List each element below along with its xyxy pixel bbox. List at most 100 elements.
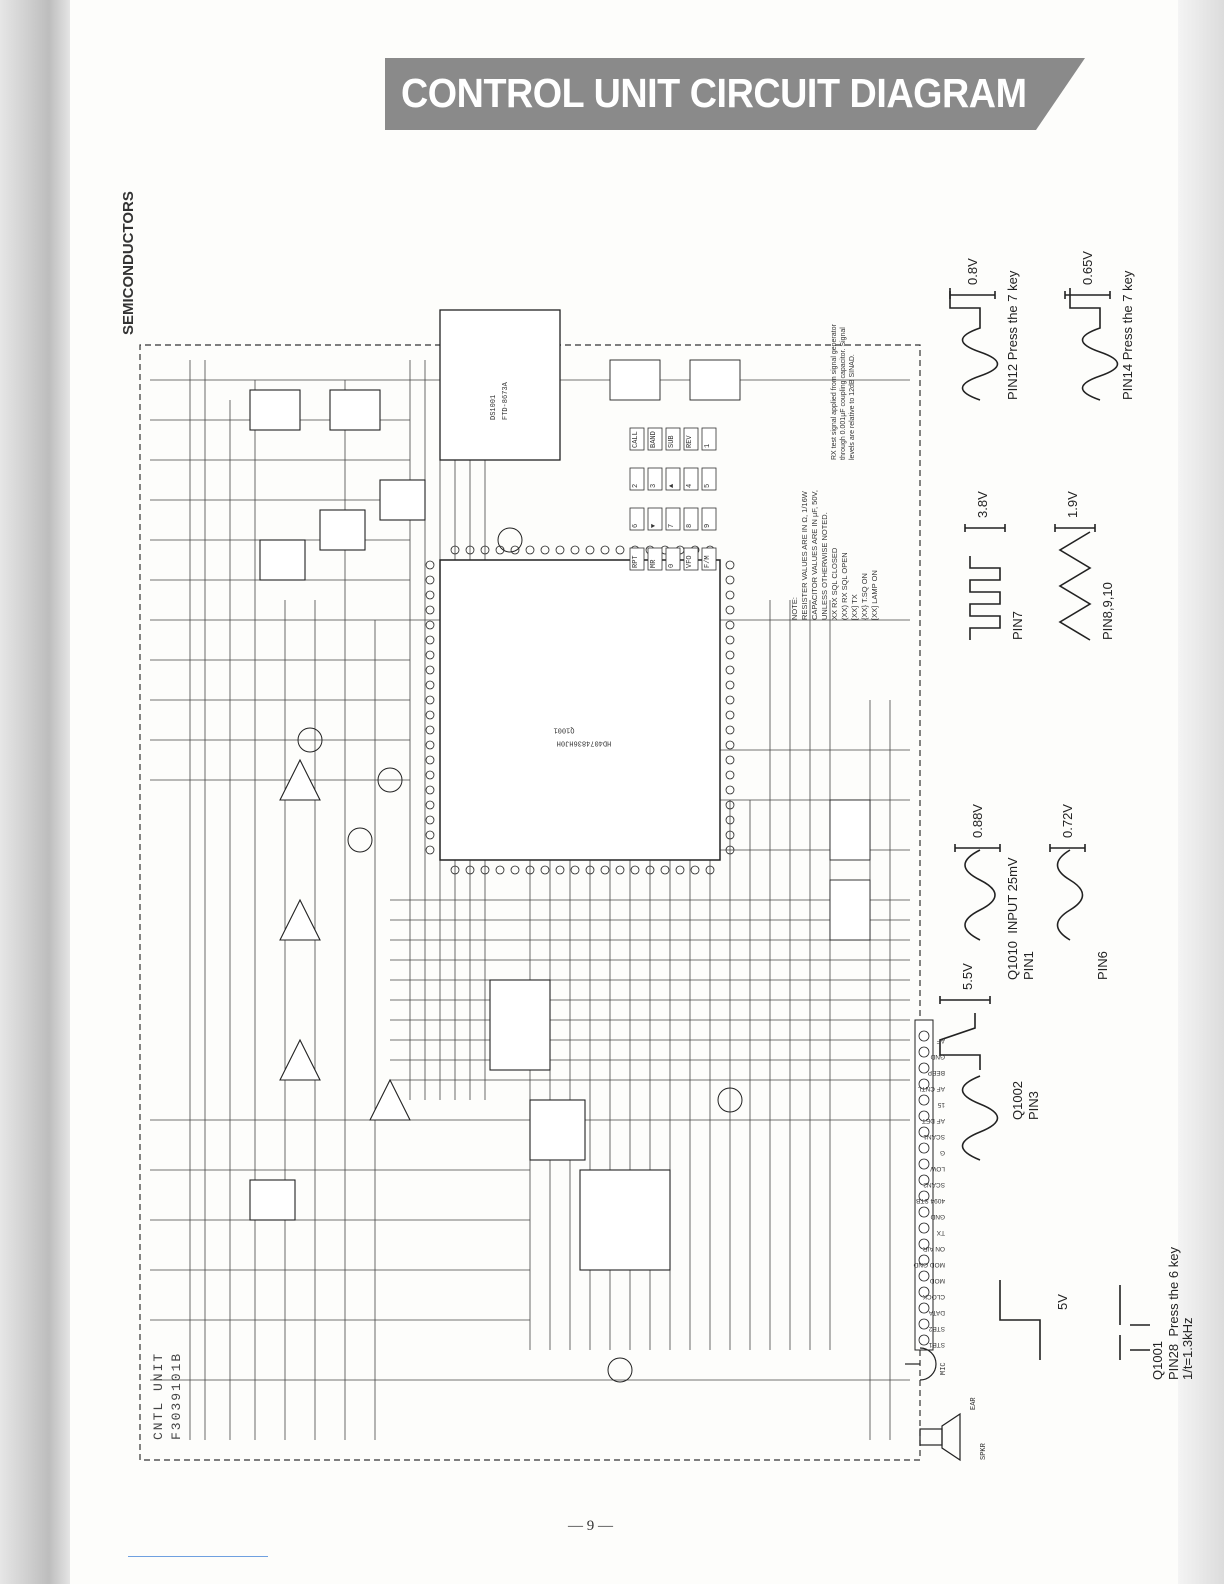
connector-pin-label: GND bbox=[930, 1213, 945, 1220]
speaker-label: SPKR bbox=[980, 1443, 988, 1460]
connector-pin-label: 15 bbox=[937, 1101, 945, 1108]
note-line: {XX} T.SQ ON bbox=[860, 573, 869, 620]
keypad-key-label: 6 bbox=[632, 523, 640, 528]
keypad-key-label: 4 bbox=[686, 483, 694, 488]
connector-pin-label: CLOCK bbox=[922, 1293, 945, 1300]
ic-q1008 bbox=[249, 1179, 296, 1221]
connector-pin-label: 4094 STB bbox=[916, 1197, 945, 1204]
waveform-level: 0.8V bbox=[965, 258, 980, 285]
ic-q1006 bbox=[319, 509, 366, 551]
ic-q1011 bbox=[489, 979, 551, 1071]
main-cpu-label: Q1001 bbox=[553, 725, 575, 734]
lcd-part: FTD-8673A bbox=[502, 382, 510, 420]
waveform-label-pin6: PIN6 bbox=[1095, 951, 1110, 980]
connector-pin-label: AF CNTL bbox=[917, 1085, 945, 1092]
connector-pin-label: AF DET bbox=[921, 1117, 945, 1124]
keypad-key-label: 8 bbox=[686, 523, 694, 528]
page-title: CONTROL UNIT CIRCUIT DIAGRAM bbox=[401, 70, 1027, 116]
lcd-module bbox=[439, 309, 561, 461]
section-label: SEMICONDUCTORS bbox=[120, 191, 137, 335]
keypad-key-label: 2 bbox=[632, 483, 640, 488]
main-cpu-pins bbox=[425, 545, 735, 875]
keypad-key-label: 1 bbox=[704, 443, 712, 448]
note-line: UNLESS OTHERWISE NOTED. bbox=[820, 512, 829, 620]
connector-pin-label: AF bbox=[936, 1037, 945, 1044]
keypad-key-label: SUB bbox=[668, 435, 676, 448]
schematic-area: SEMICONDUCTORS CNTL UNIT F3039101B Q1001… bbox=[110, 150, 1200, 1500]
keypad-key-label: 3 bbox=[650, 483, 658, 488]
speaker-symbol bbox=[919, 1412, 961, 1462]
rx-test-note: RX test signal applied from signal gener… bbox=[831, 324, 856, 460]
keypad-grid bbox=[629, 427, 717, 571]
ic-q1016 bbox=[529, 1099, 586, 1161]
waveform-label-pin12: PIN12 Press the 7 key bbox=[1005, 270, 1020, 400]
waveform-label-pin14: PIN14 Press the 7 key bbox=[1120, 270, 1135, 400]
keypad-key-label: CALL bbox=[632, 431, 640, 448]
waveform-level: 1.9V bbox=[1065, 491, 1080, 518]
op-amps bbox=[279, 758, 411, 1121]
keypad-key-label: 0 bbox=[668, 563, 676, 568]
connector-pin-label: MOD GND bbox=[913, 1261, 945, 1268]
keypad-key-label: BAND bbox=[650, 431, 658, 448]
connector-pin-label: GND bbox=[930, 1053, 945, 1060]
mic-symbol bbox=[905, 1347, 937, 1381]
ic-q1003 bbox=[249, 389, 301, 431]
diode-arrays bbox=[609, 359, 871, 941]
connector-pin-label: STB1 bbox=[928, 1341, 945, 1348]
ic-q1002 bbox=[579, 1169, 671, 1271]
note-line: [XX] LAMP ON bbox=[870, 570, 879, 620]
connector-pin-label: ON AIR bbox=[922, 1245, 945, 1252]
waveform-level: 3.8V bbox=[975, 491, 990, 518]
lcd-label: DS1001 bbox=[490, 394, 498, 420]
keypad-key-label: VFO bbox=[686, 555, 694, 568]
keypad-key-label: REV bbox=[686, 435, 694, 448]
binding-shadow bbox=[0, 0, 70, 1584]
connector-pin-label: TX bbox=[936, 1229, 945, 1236]
mic-label: MIC bbox=[940, 1362, 948, 1375]
page-edge-shadow bbox=[1178, 0, 1224, 1584]
main-cpu-chip bbox=[439, 559, 721, 861]
connector-pin-label: SCAN2 bbox=[923, 1181, 945, 1188]
waveform-level: 5V bbox=[1055, 1294, 1070, 1310]
connector-pin-label: BEEP bbox=[927, 1069, 945, 1076]
frequency-note: 1/t=1.3kHz bbox=[1180, 1317, 1195, 1380]
ic-blocks bbox=[249, 389, 671, 1271]
note-line: RESISTER VALUES ARE IN Ω, 1/16W bbox=[800, 491, 809, 620]
unit-label-block: CNTL UNIT F3039101B bbox=[150, 1352, 186, 1440]
keypad-key-label: MR bbox=[650, 559, 658, 568]
connector-pin-label: STB2 bbox=[928, 1325, 945, 1332]
note-heading: NOTE: bbox=[790, 597, 799, 620]
transistors bbox=[297, 527, 743, 1383]
keypad-key-label: ▼ bbox=[650, 523, 658, 528]
main-cpu-part: HD4074836HJ0H bbox=[556, 738, 612, 747]
note-line: CAPACITOR VALUES ARE IN µF, 50V, bbox=[810, 490, 819, 620]
title-banner: CONTROL UNIT CIRCUIT DIAGRAM bbox=[385, 58, 1085, 130]
keypad-key-label: 5 bbox=[704, 483, 712, 488]
connector-pin-label: G bbox=[939, 1149, 945, 1156]
connector-pin-label: DATA bbox=[928, 1309, 945, 1316]
connector-pin-label: SCAN1 bbox=[923, 1133, 945, 1140]
earphone-label: EAR bbox=[970, 1397, 978, 1410]
schematic-drawing bbox=[139, 288, 1150, 1462]
keypad-key-label: F/M bbox=[704, 555, 712, 568]
waveform-label-q1001-pin28: Q1001 PIN28 Press the 6 key bbox=[1150, 1247, 1181, 1380]
waveform-level: 0.88V bbox=[970, 804, 985, 838]
keypad-key-label: 9 bbox=[704, 523, 712, 528]
ic-q1004 bbox=[329, 389, 381, 431]
ic-q1005 bbox=[379, 479, 426, 521]
unit-label: CNTL UNIT bbox=[151, 1351, 166, 1440]
waveform-level: 0.65V bbox=[1080, 251, 1095, 285]
title-banner-background bbox=[385, 58, 1085, 130]
waveform-label-pin8-10: PIN8,9,10 bbox=[1100, 582, 1115, 640]
connector-pin-label: LOW bbox=[930, 1165, 945, 1172]
connector-pins bbox=[918, 1030, 930, 1346]
keypad-key-label: ▲ bbox=[668, 483, 676, 488]
page-number: — 9 — bbox=[568, 1518, 613, 1534]
keypad-key-label: 7 bbox=[668, 523, 676, 528]
waveform-label-q1002-pin3: Q1002 PIN3 bbox=[1010, 1080, 1041, 1120]
waveform-traces bbox=[939, 288, 1150, 1360]
keypad-key-label: RPT bbox=[632, 555, 640, 568]
ic-q1007 bbox=[259, 539, 306, 581]
waveform-label-pin7: PIN7 bbox=[1010, 611, 1025, 640]
rotated-schematic: SEMICONDUCTORS CNTL UNIT F3039101B Q1001… bbox=[110, 150, 1200, 1500]
